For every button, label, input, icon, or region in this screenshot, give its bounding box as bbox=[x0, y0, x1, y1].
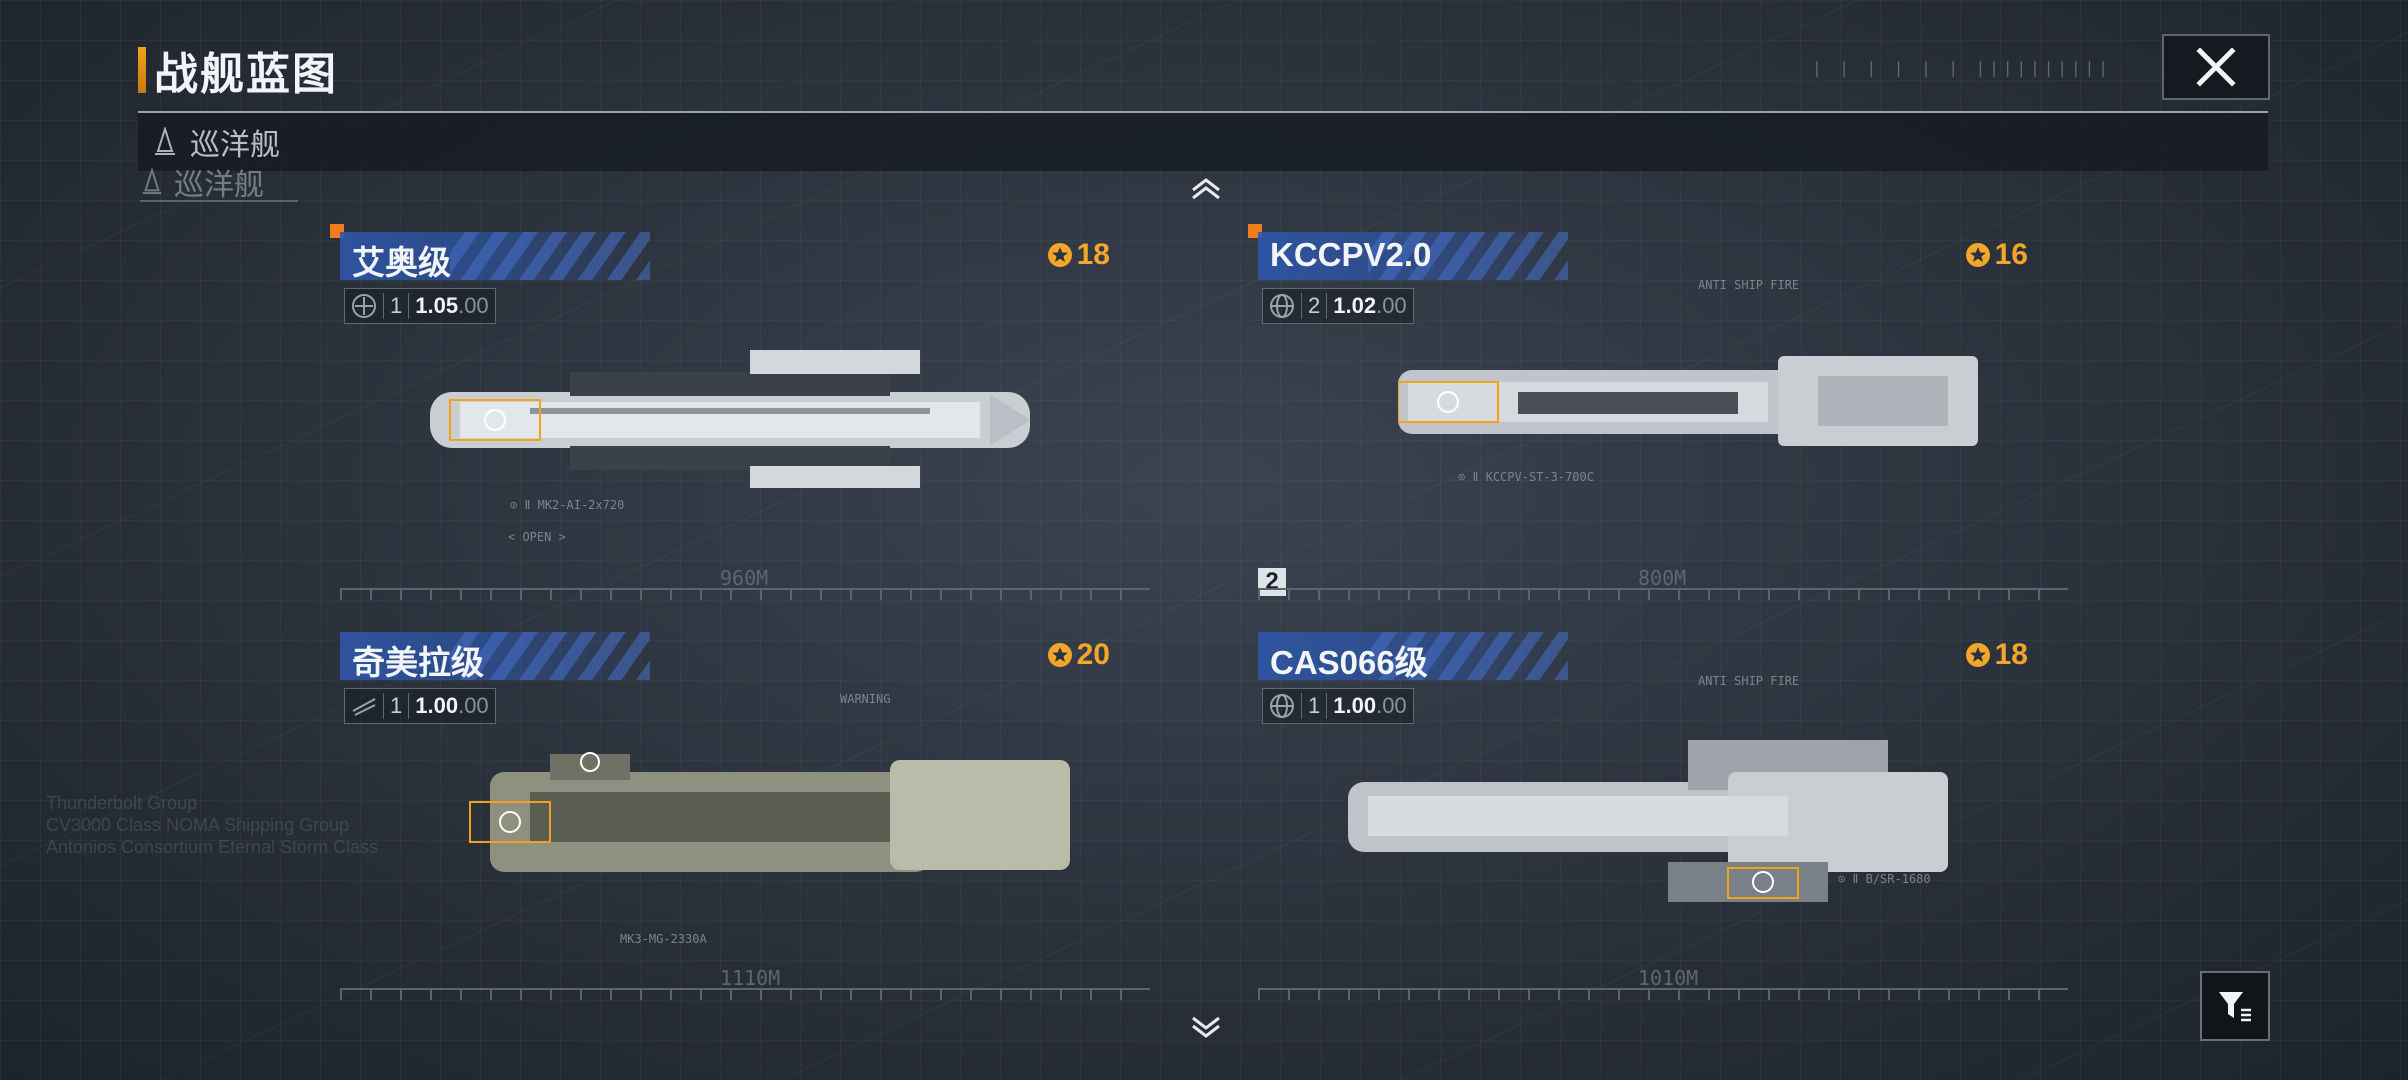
speed-faction-icon bbox=[352, 698, 376, 716]
card-name-bar bbox=[340, 232, 650, 280]
ship-blueprint-image bbox=[469, 752, 1070, 872]
header-divider bbox=[138, 111, 2268, 113]
weapon-label: ⊙ Ⅱ B/SR-1680 bbox=[1838, 872, 1931, 886]
ship-blueprint-image bbox=[1398, 356, 1978, 446]
weapon-code: KCCPV-ST-3-700C bbox=[1485, 470, 1594, 484]
status-note: < OPEN > bbox=[508, 530, 566, 544]
star-rating: 16 bbox=[1965, 238, 2028, 272]
version-sub: .00 bbox=[458, 293, 489, 318]
star-rating: 18 bbox=[1965, 638, 2028, 672]
version-main: 1.05 bbox=[415, 293, 459, 318]
version-value: 1.00.00 bbox=[1327, 693, 1412, 719]
star-count: 18 bbox=[1076, 238, 1110, 271]
page-title: 战舰蓝图 bbox=[154, 50, 338, 99]
version-row: 1 1.00.00 bbox=[1262, 688, 1414, 724]
length-ruler bbox=[1258, 588, 2068, 610]
star-badge-icon bbox=[1047, 643, 1072, 667]
version-row: 1 1.05.00 bbox=[344, 288, 496, 324]
header-ticks: | | | | | | |||||||||| bbox=[1812, 58, 2112, 77]
ship-length: 1110M bbox=[720, 966, 781, 990]
cruiser-icon bbox=[155, 127, 175, 155]
filter-icon bbox=[2219, 992, 2251, 1022]
close-button[interactable] bbox=[2162, 34, 2270, 100]
version-sub: .00 bbox=[1376, 693, 1407, 718]
card-name-bar bbox=[1258, 632, 1568, 680]
ship-name: 艾奥级 bbox=[352, 244, 451, 281]
ship-blueprint-image bbox=[1348, 740, 1948, 902]
globe-icon bbox=[1270, 294, 1294, 318]
version-main: 1.00 bbox=[415, 693, 459, 718]
ship-name: KCCPV2.0 bbox=[1270, 236, 1432, 273]
weapon-code: MK2-AI-2x720 bbox=[537, 498, 625, 512]
ship-name: CAS066级 bbox=[1270, 644, 1428, 681]
star-rating: 18 bbox=[1047, 238, 1110, 272]
length-ruler bbox=[1258, 988, 2068, 1010]
category-ghost-label: 巡洋舰 bbox=[174, 169, 264, 202]
version-main: 1.02 bbox=[1333, 293, 1377, 318]
length-ruler bbox=[340, 988, 1150, 1010]
weapon-code: MK3-MG-2330A bbox=[620, 932, 707, 946]
card-name-bar bbox=[1258, 232, 1568, 280]
version-tier: 1 bbox=[1301, 693, 1328, 719]
scroll-down-chevron-icon[interactable] bbox=[1190, 1016, 1222, 1040]
version-tier: 1 bbox=[383, 693, 410, 719]
star-count: 16 bbox=[1994, 238, 2028, 271]
ship-card-cas066[interactable]: CAS066级 18 1 1.00.00 ⊙ Ⅱ B/SR-1680 ANTI … bbox=[1258, 632, 2068, 1010]
weapon-label: ⊙ Ⅱ KCCPV-ST-3-700C bbox=[1458, 470, 1594, 484]
star-badge-icon bbox=[1965, 643, 1990, 667]
version-tier: 2 bbox=[1301, 293, 1328, 319]
length-ruler bbox=[340, 588, 1150, 610]
cruiser-icon bbox=[142, 168, 162, 194]
weapon-code: B/SR-1680 bbox=[1865, 872, 1931, 886]
star-count: 20 bbox=[1076, 638, 1110, 671]
card-name-bar bbox=[340, 632, 650, 680]
category-bar[interactable]: 巡洋舰 bbox=[138, 113, 2268, 171]
ship-length: 1010M bbox=[1638, 966, 1699, 990]
version-row: 1 1.00.00 bbox=[344, 688, 496, 724]
ship-card-chimera[interactable]: 奇美拉级 20 1 1.00.00 MK3-MG-2330A WARNING 1… bbox=[340, 632, 1150, 1010]
ship-name: 奇美拉级 bbox=[352, 644, 484, 681]
ship-blueprint-image bbox=[430, 350, 1030, 488]
annotation-note: ANTI SHIP FIRE bbox=[1698, 674, 1800, 688]
ship-card-kccpv[interactable]: KCCPV2.0 16 2 1.02.00 ⊙ Ⅱ KCCPV-ST-3-700… bbox=[1248, 224, 2068, 610]
page-header: 战舰蓝图 bbox=[138, 38, 338, 102]
ship-length: 960M bbox=[720, 566, 769, 590]
weapon-label: ⊙ Ⅱ MK2-AI-2x720 bbox=[510, 498, 625, 512]
faction-icon bbox=[352, 294, 376, 318]
version-sub: .00 bbox=[1376, 293, 1407, 318]
version-value: 1.00.00 bbox=[409, 693, 494, 719]
warning-note: WARNING bbox=[840, 692, 891, 706]
star-count: 18 bbox=[1994, 638, 2028, 671]
star-rating: 20 bbox=[1047, 638, 1110, 672]
category-label: 巡洋舰 bbox=[190, 129, 280, 162]
scroll-up-chevron-icon[interactable] bbox=[1190, 176, 1222, 200]
filter-button[interactable] bbox=[2200, 971, 2270, 1041]
star-badge-icon bbox=[1047, 243, 1072, 267]
version-main: 1.00 bbox=[1333, 693, 1377, 718]
weapon-label: MK3-MG-2330A bbox=[620, 932, 707, 946]
version-sub: .00 bbox=[458, 693, 489, 718]
ship-card-aio[interactable]: 艾奥级 18 1 1.05.00 ⊙ Ⅱ MK2-AI-2x720 < OPEN… bbox=[330, 224, 1150, 610]
version-value: 1.05.00 bbox=[409, 293, 494, 319]
version-tier: 1 bbox=[383, 293, 410, 319]
annotation-note: ANTI SHIP FIRE bbox=[1698, 278, 1800, 292]
version-row: 2 1.02.00 bbox=[1262, 288, 1414, 324]
category-ghost-underline bbox=[140, 200, 298, 202]
version-value: 1.02.00 bbox=[1327, 293, 1412, 319]
globe-icon bbox=[1270, 694, 1294, 718]
title-accent bbox=[138, 47, 146, 93]
category-ghost-tab: 巡洋舰 bbox=[140, 160, 264, 204]
close-icon bbox=[2196, 47, 2236, 87]
ship-length: 800M bbox=[1638, 566, 1687, 590]
star-badge-icon bbox=[1965, 243, 1990, 267]
